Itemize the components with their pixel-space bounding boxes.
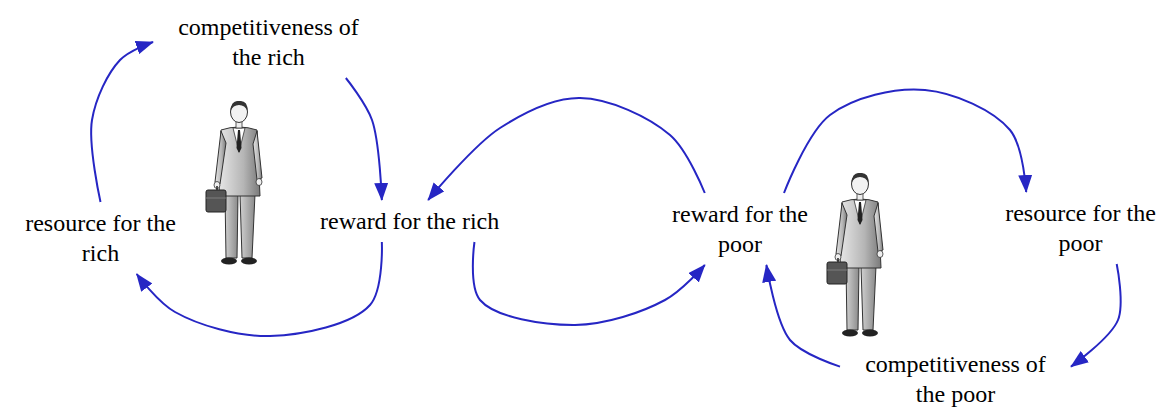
- causal-link: [91, 42, 153, 202]
- causal-link: [428, 98, 705, 200]
- variable-node: resource for the poor: [990, 197, 1171, 259]
- variable-node: competitiveness of the rich: [158, 11, 379, 73]
- variable-node: resource for the rich: [10, 207, 191, 269]
- variable-label: competitiveness of the poor: [848, 349, 1063, 409]
- variable-node: competitiveness of the poor: [845, 348, 1066, 410]
- causal-link: [784, 90, 1026, 193]
- businessman-figure: [827, 173, 883, 337]
- variable-label: competitiveness of the rich: [161, 12, 376, 72]
- variable-node: reward for the poor: [652, 198, 828, 260]
- businessman-figure: [206, 101, 262, 265]
- causal-link: [1071, 264, 1121, 367]
- variable-label: reward for the rich: [320, 206, 499, 236]
- variable-label: resource for the poor: [993, 198, 1168, 258]
- variable-node: reward for the rich: [317, 205, 502, 237]
- causal-link: [766, 265, 840, 367]
- variable-label: resource for the rich: [13, 208, 188, 268]
- variable-label: reward for the poor: [655, 199, 825, 259]
- causal-link: [346, 78, 382, 200]
